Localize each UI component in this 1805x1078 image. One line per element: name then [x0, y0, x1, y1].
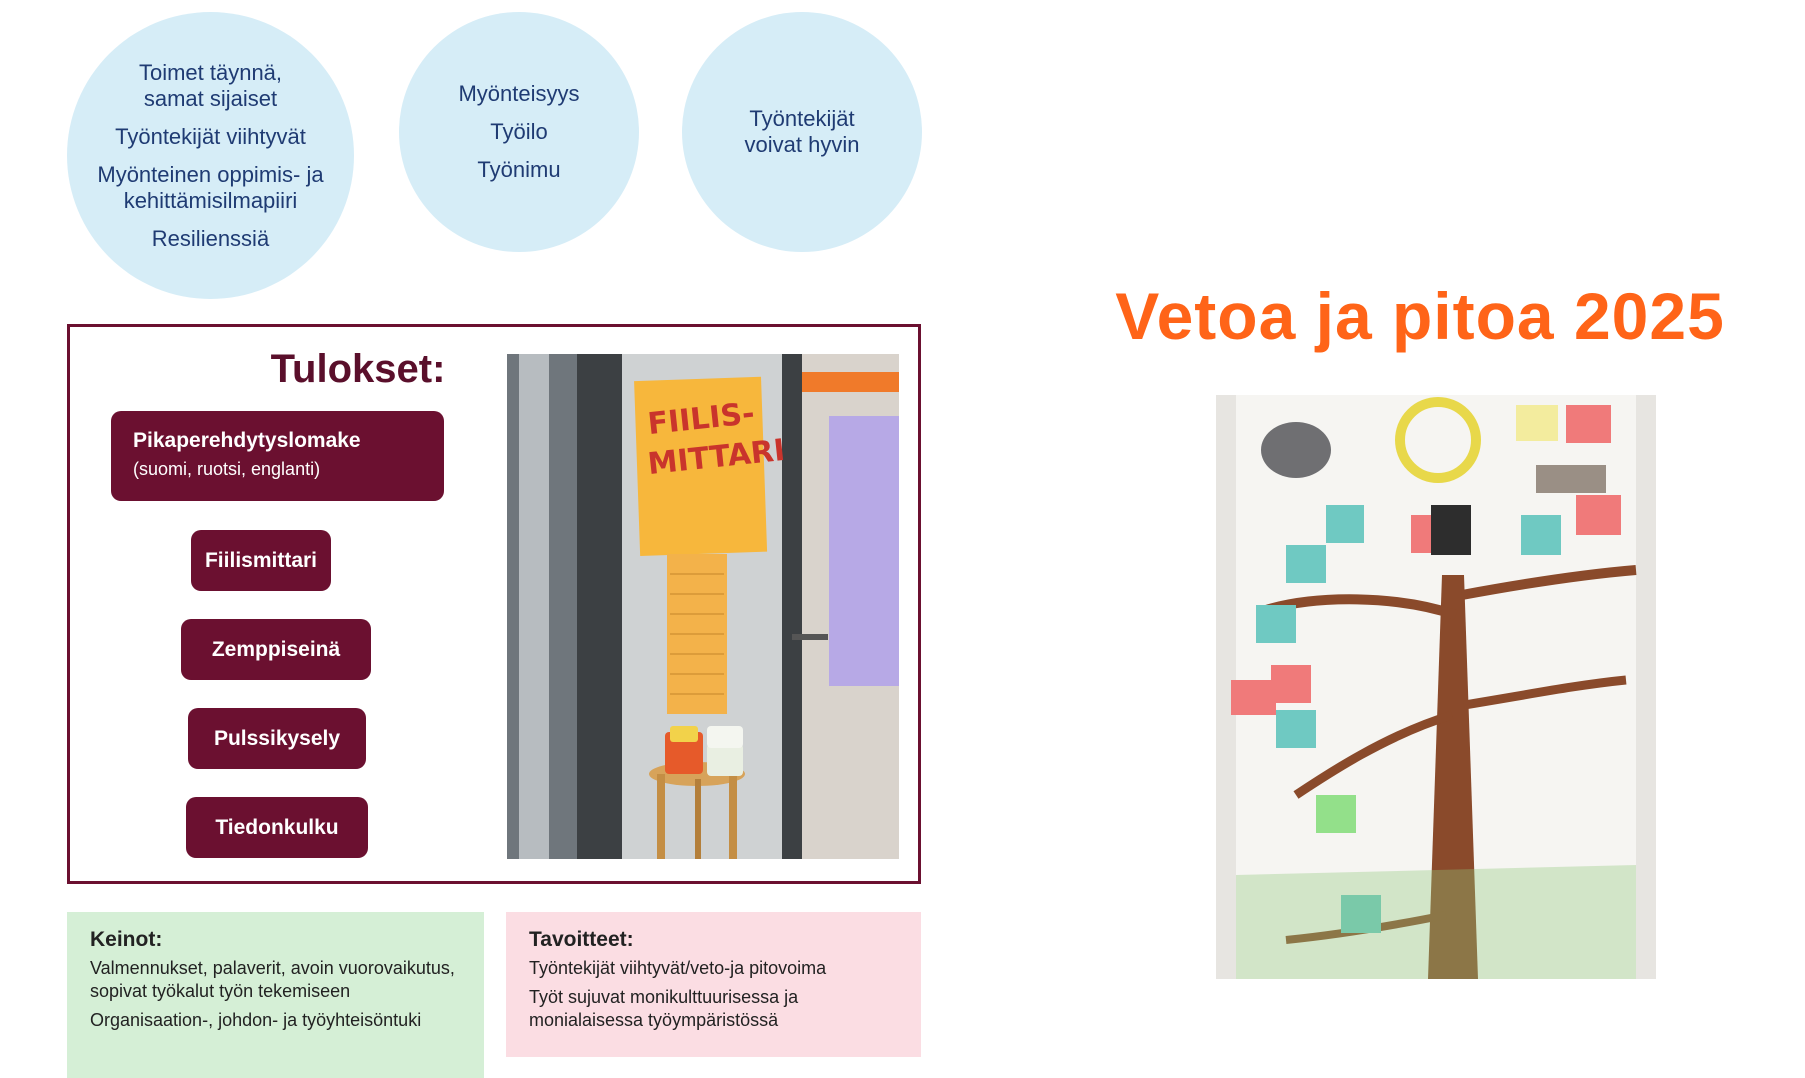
goal-bubble-1: Toimet täynnä, samat sijaiset Työntekijä… [67, 12, 354, 299]
pulssikysely-badge: Pulssikysely [188, 708, 366, 769]
bubble-text: Resilienssiä [151, 225, 270, 251]
page-title: Vetoa ja pitoa 2025 [1115, 279, 1725, 353]
keinot-line: Valmennukset, palaverit, avoin vuorovaik… [90, 958, 455, 1001]
results-panel: Tulokset: Pikaperehdytyslomake (suomi, r… [67, 324, 921, 884]
bubble-text: Myönteisyys [458, 81, 580, 106]
bubble-text: Työntekijät voivat hyvin [744, 106, 860, 157]
badge-sublabel: (suomi, ruotsi, englanti) [133, 459, 321, 479]
keinot-heading: Keinot: [90, 928, 163, 951]
tavoitteet-line: Työt sujuvat monikulttuurisessa ja monia… [529, 987, 799, 1030]
tavoitteet-heading: Tavoitteet: [529, 928, 634, 951]
keinot-line: Organisaation-, johdon- ja työyhteisöntu… [90, 1010, 422, 1030]
badge-label: Pikaperehdytyslomake [133, 429, 361, 452]
bubble-text: Toimet täynnä, samat sijaiset [138, 59, 283, 111]
results-title: Tulokset: [270, 347, 446, 391]
tavoitteet-box: Tavoitteet: Työntekijät viihtyvät/veto-j… [506, 912, 921, 1057]
door-photo: FIILIS- MITTARI [507, 354, 899, 859]
door-illustration: FIILIS- MITTARI [507, 354, 899, 859]
zemppiseina-badge: Zemppiseinä [181, 619, 371, 680]
goal-bubble-3: Työntekijät voivat hyvin [682, 12, 922, 252]
tree-illustration [1216, 395, 1656, 979]
bubble-text: Myönteinen oppimis- ja kehittämisilmapii… [97, 161, 324, 213]
bubble-text: Työnimu [477, 157, 561, 182]
keinot-box: Keinot: Valmennukset, palaverit, avoin v… [67, 912, 484, 1078]
tree-wall-photo [1216, 395, 1656, 979]
tiedonkulku-badge: Tiedonkulku [186, 797, 368, 858]
tavoitteet-line: Työntekijät viihtyvät/veto-ja pitovoima [529, 958, 827, 978]
goal-bubble-2: Myönteisyys Työilo Työnimu [399, 12, 639, 252]
bubble-text: Työntekijät viihtyvät [115, 123, 306, 149]
pikaperehdytys-badge: Pikaperehdytyslomake (suomi, ruotsi, eng… [111, 411, 444, 501]
fiilismittari-badge: Fiilismittari [191, 530, 331, 591]
bubble-text: Työilo [490, 119, 548, 144]
